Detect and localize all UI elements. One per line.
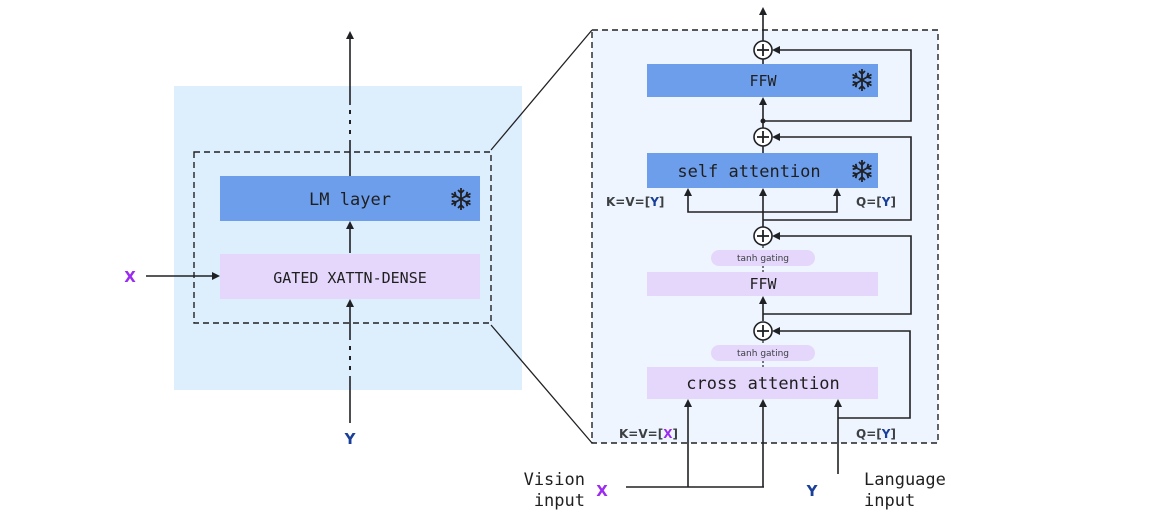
left-bottom-ellipsis <box>349 346 351 370</box>
language-input-var: Y <box>806 482 819 500</box>
self-attention-kv-label: K=V=[Y] <box>606 195 664 209</box>
self-attention-block <box>647 153 878 188</box>
left-panel-background <box>174 86 522 390</box>
language-input-label-line2: input <box>864 491 915 511</box>
residual-loop-1 <box>763 46 912 122</box>
vision-input-var: X <box>596 482 608 500</box>
zoom-connector-top <box>490 29 593 151</box>
self-attention-kv-input <box>684 188 763 213</box>
tanh-gating-ffw-pill <box>711 250 815 266</box>
residual-add-node-3 <box>753 226 773 246</box>
ffw-frozen-label: FFW <box>749 72 777 90</box>
gated-xattn-dense-block <box>220 254 480 299</box>
residual-loop-3 <box>763 232 912 315</box>
tanh-gating-xattn-label: tanh gating <box>737 349 789 359</box>
left-y-input: Y <box>344 430 357 448</box>
cross-attention-label: cross attention <box>686 374 840 394</box>
gated-xattn-dense-label: GATED XATTN-DENSE <box>273 269 427 287</box>
lm-layer-block <box>220 176 480 221</box>
left-x-input: X <box>124 268 136 286</box>
cross-attention-block <box>647 367 878 399</box>
self-attention-label: self attention <box>677 162 820 182</box>
ffw-frozen-block <box>647 64 878 97</box>
self-attention-q-label: Q=[Y] <box>856 195 896 209</box>
residual-add-node-4 <box>753 321 773 341</box>
left-layer-dashed-box <box>193 151 492 324</box>
tanh-gating-ffw-label: tanh gating <box>737 254 789 264</box>
residual-add-node-2 <box>753 127 773 147</box>
vision-input-label-line2: input <box>534 491 585 511</box>
vision-input-label-line1: Vision <box>524 470 585 490</box>
ffw-gated-label: FFW <box>749 275 777 293</box>
left-top-ellipsis <box>349 110 351 134</box>
residual-add-node-1 <box>753 40 773 60</box>
residual-loop-4 <box>772 327 911 419</box>
right-panel-dashed-box <box>591 29 939 444</box>
cross-attention-kv-label: K=V=[X] <box>619 427 678 441</box>
residual-loop-2 <box>763 133 912 221</box>
lm-layer-label: LM layer <box>309 190 391 210</box>
self-attention-q-input <box>763 188 841 213</box>
cross-attention-q-label: Q=[Y] <box>856 427 896 441</box>
zoom-connector-bottom <box>490 324 593 444</box>
tanh-gating-xattn-pill <box>711 345 815 361</box>
language-input-label-line1: Language <box>864 470 946 490</box>
ffw-gated-block <box>647 272 878 296</box>
